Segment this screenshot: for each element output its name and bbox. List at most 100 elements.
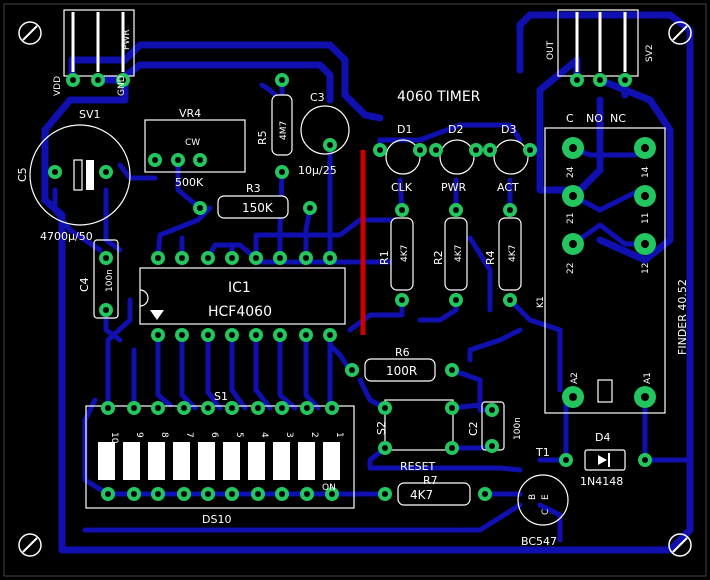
pad — [193, 201, 207, 215]
s1-ref: S1 — [214, 390, 228, 403]
pad — [299, 328, 313, 342]
pad — [273, 251, 287, 265]
r6-ref: R6 — [395, 346, 410, 359]
sv2-pin-label: OUT — [546, 40, 556, 60]
relay-pin-label: 14 — [641, 166, 651, 178]
r5-ref: R5 — [256, 130, 269, 145]
pad — [148, 153, 162, 167]
d2-label: PWR — [441, 181, 467, 194]
pad — [275, 165, 289, 179]
d3-label: ACT — [497, 181, 519, 194]
pad — [171, 153, 185, 167]
pad — [151, 401, 165, 415]
r4-ref: R4 — [484, 250, 497, 265]
pad — [275, 73, 289, 87]
s1-switch-number: 1 — [334, 432, 344, 438]
s1-on-label: ON — [322, 483, 336, 493]
vr4-value: 500K — [175, 176, 204, 189]
pad — [483, 143, 497, 157]
pad — [523, 143, 537, 157]
pad — [325, 487, 339, 501]
r4-value: 4K7 — [508, 245, 518, 262]
pad — [201, 487, 215, 501]
pad — [593, 73, 607, 87]
pad — [449, 293, 463, 307]
silkscreen — [29, 9, 666, 526]
pad — [99, 251, 113, 265]
pad — [325, 401, 339, 415]
pad — [175, 328, 189, 342]
mounting-hole-icon — [668, 21, 692, 45]
pad — [275, 401, 289, 415]
d4-value: 1N4148 — [580, 475, 623, 488]
relay-contact-label: NC — [610, 112, 626, 125]
mounting-hole-icon — [18, 533, 42, 557]
relay-pad — [562, 386, 584, 408]
s1-switch-number: 4 — [259, 432, 269, 438]
r1-ref: R1 — [378, 250, 391, 265]
r1-value: 4K7 — [400, 245, 410, 262]
pad — [395, 203, 409, 217]
s1-name: DS10 — [202, 513, 231, 526]
pad — [300, 401, 314, 415]
r2-value: 4K7 — [454, 245, 464, 262]
r6-value: 100R — [386, 364, 417, 378]
pad — [323, 138, 337, 152]
pad — [225, 401, 239, 415]
pad — [249, 328, 263, 342]
t1-pin-label: E — [541, 494, 551, 500]
d1-label: CLK — [391, 181, 413, 194]
pad — [469, 143, 483, 157]
c2-value: 100n — [513, 417, 523, 440]
c3-ref: C3 — [310, 91, 325, 104]
relay-pad — [562, 185, 584, 207]
pad — [485, 439, 499, 453]
sv2-ref: SV2 — [645, 44, 655, 62]
s1-switch-number: 10 — [109, 432, 119, 444]
d4-ref: D4 — [595, 431, 610, 444]
pad — [449, 203, 463, 217]
pad — [249, 251, 263, 265]
pad — [485, 403, 499, 417]
pad — [175, 251, 189, 265]
pad — [445, 441, 459, 455]
pad — [618, 73, 632, 87]
pad — [66, 73, 80, 87]
r3-ref: R3 — [246, 182, 261, 195]
relay-pad — [634, 137, 656, 159]
pad — [378, 441, 392, 455]
c4-value: 100n — [105, 269, 115, 292]
sv1-pin-label: GND — [117, 75, 127, 96]
relay-pin-label: A1 — [643, 372, 653, 384]
c5-ref: C5 — [16, 167, 29, 182]
t1-ref: T1 — [535, 446, 550, 459]
ic1-ref: IC1 — [228, 280, 251, 296]
pad — [48, 165, 62, 179]
pad — [323, 251, 337, 265]
relay-name: FINDER 40.52 — [676, 279, 689, 355]
pad — [151, 487, 165, 501]
pad — [91, 73, 105, 87]
mounting-hole-icon — [18, 21, 42, 45]
s1-switch-number: 2 — [309, 432, 319, 438]
s2-label: RESET — [400, 460, 436, 473]
d1-ref: D1 — [397, 123, 412, 136]
pad — [151, 328, 165, 342]
t1-pin-label: B — [528, 494, 538, 500]
pad — [116, 73, 130, 87]
pad — [503, 203, 517, 217]
d2-ref: D2 — [448, 123, 463, 136]
relay-contact-label: C — [566, 112, 574, 125]
pad — [503, 293, 517, 307]
pad — [429, 143, 443, 157]
pad — [478, 487, 492, 501]
relay-pad — [634, 386, 656, 408]
pad — [101, 401, 115, 415]
c2-ref: C2 — [467, 421, 480, 436]
pad — [445, 363, 459, 377]
pad — [300, 487, 314, 501]
relay-pad — [634, 233, 656, 255]
pad — [275, 487, 289, 501]
relay-pin-label: 12 — [641, 263, 651, 274]
